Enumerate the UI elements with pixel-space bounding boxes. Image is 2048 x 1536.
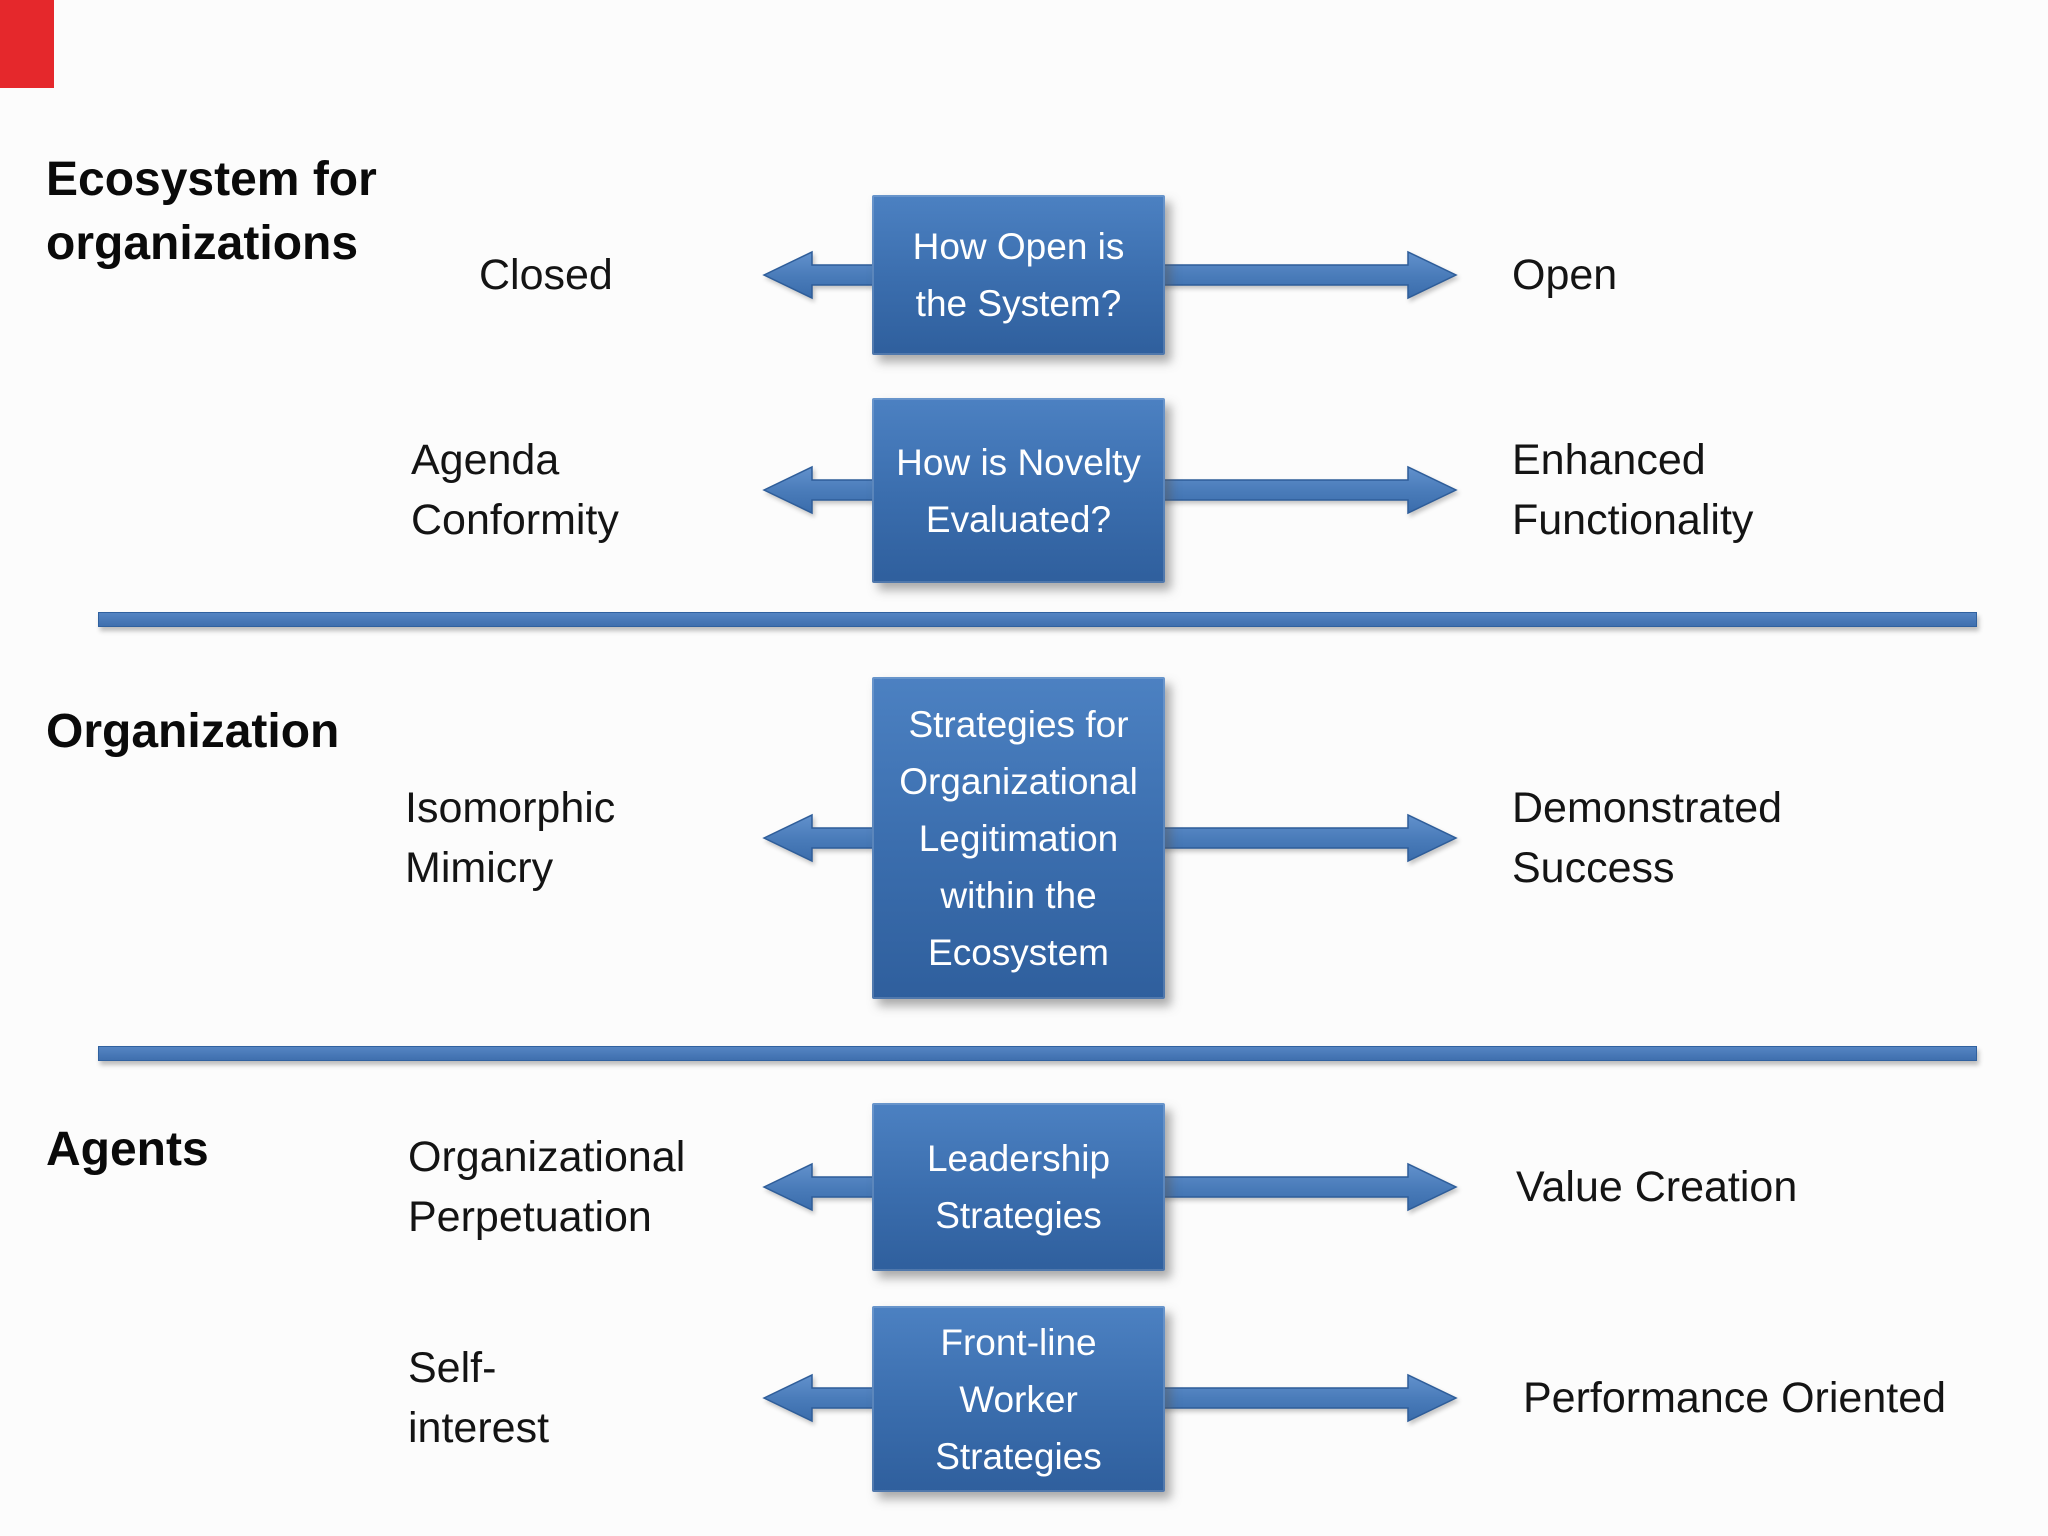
section-heading-agents: Agents [46,1123,209,1176]
question-box-frontline-worker-strategies: Front-line Worker Strategies [872,1306,1165,1492]
right-label-performance-oriented: Performance Oriented [1523,1374,1947,1422]
right-arrow-icon [1151,1159,1458,1215]
left-arrow-icon [762,247,886,303]
section-heading-ecosystem: Ecosystem for organizations [46,153,377,270]
right-arrow-icon [1151,810,1458,866]
right-label-value-creation: Value Creation [1516,1163,1798,1211]
right-label-demonstrated-success: Demonstrated Success [1512,784,1783,892]
left-label-organizational-perpetuation: Organizational Perpetuation [408,1133,686,1241]
right-label-enhanced-functionality: Enhanced Functionality [1512,436,1754,544]
red-corner-mark [0,0,54,88]
left-label-agenda-conformity: Agenda Conformity [411,436,619,544]
left-arrow-icon [762,1370,886,1426]
left-arrow-icon [762,462,886,518]
question-box-leadership-strategies: Leadership Strategies [872,1103,1165,1271]
left-label-closed: Closed [479,251,613,299]
right-arrow-icon [1151,247,1458,303]
left-arrow-icon [762,1159,886,1215]
right-arrow-icon [1151,1370,1458,1426]
section-heading-organization: Organization [46,705,340,758]
question-box-legitimation-strategies: Strategies for Organizational Legitimati… [872,677,1165,999]
right-label-open: Open [1512,251,1618,299]
question-box-novelty: How is Novelty Evaluated? [872,398,1165,583]
left-label-isomorphic-mimicry: Isomorphic Mimicry [405,784,616,892]
right-arrow-icon [1151,462,1458,518]
section-divider-2 [98,1046,1977,1061]
left-label-self-interest: Self- interest [408,1344,550,1452]
question-box-openness: How Open is the System? [872,195,1165,355]
section-divider-1 [98,612,1977,627]
left-arrow-icon [762,810,886,866]
